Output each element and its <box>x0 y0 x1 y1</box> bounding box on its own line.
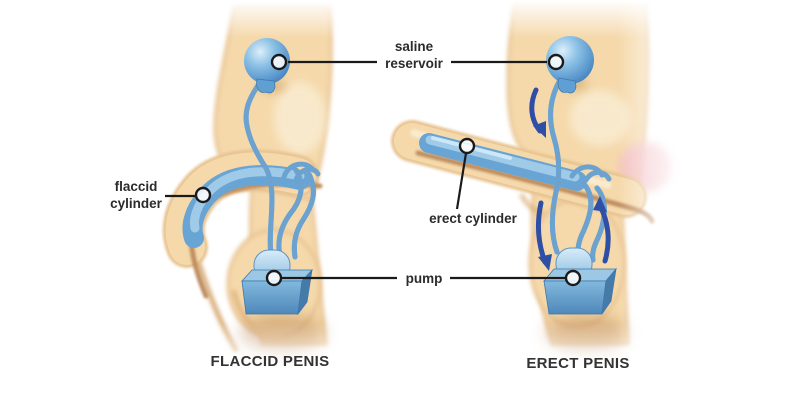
bottom-fade <box>0 322 800 400</box>
saline-reservoir-flaccid <box>244 38 290 84</box>
caption-erect-penis: ERECT PENIS <box>526 355 629 372</box>
callout-marker-erect-cylinder <box>458 137 476 155</box>
callout-marker-flaccid-cylinder <box>194 186 212 204</box>
label-flaccid-cylinder-line2: cylinder <box>110 196 163 211</box>
caption-flaccid-penis: FLACCID PENIS <box>211 353 330 370</box>
bladder-highlight <box>570 90 630 146</box>
callout-marker-pump-flaccid <box>265 269 283 287</box>
erect-cylinder-highlight <box>425 135 580 182</box>
arrowhead-icon <box>593 196 607 212</box>
cylinder-tube-loop <box>583 169 612 183</box>
bladder-highlight <box>274 82 326 154</box>
label-erect-cylinder: erect cylinder <box>429 211 518 226</box>
saline-reservoir-erect <box>546 36 594 84</box>
pump-base-side <box>297 268 313 316</box>
label-saline-reservoir-line1: saline <box>395 39 434 54</box>
label-pump: pump <box>406 271 443 286</box>
pump-base-side <box>601 267 617 315</box>
callouts: saline reservoir flaccid cylinder erect … <box>110 39 629 372</box>
label-saline-reservoir-line2: reservoir <box>385 56 444 71</box>
reservoir-neck <box>256 78 276 94</box>
callout-marker-reservoir-flaccid <box>270 53 288 71</box>
callout-marker-pump-erect <box>564 269 582 287</box>
label-flaccid-cylinder-line1: flaccid <box>115 179 158 194</box>
top-fade <box>150 0 700 38</box>
fluid-flow-arrows <box>529 87 611 271</box>
figure-flaccid <box>162 4 333 354</box>
callout-marker-reservoir-erect <box>547 53 565 71</box>
arrowhead-icon <box>538 254 552 271</box>
arrowhead-icon <box>533 121 546 138</box>
callout-line-erect-cylinder <box>455 152 468 210</box>
reservoir-neck <box>557 77 577 94</box>
